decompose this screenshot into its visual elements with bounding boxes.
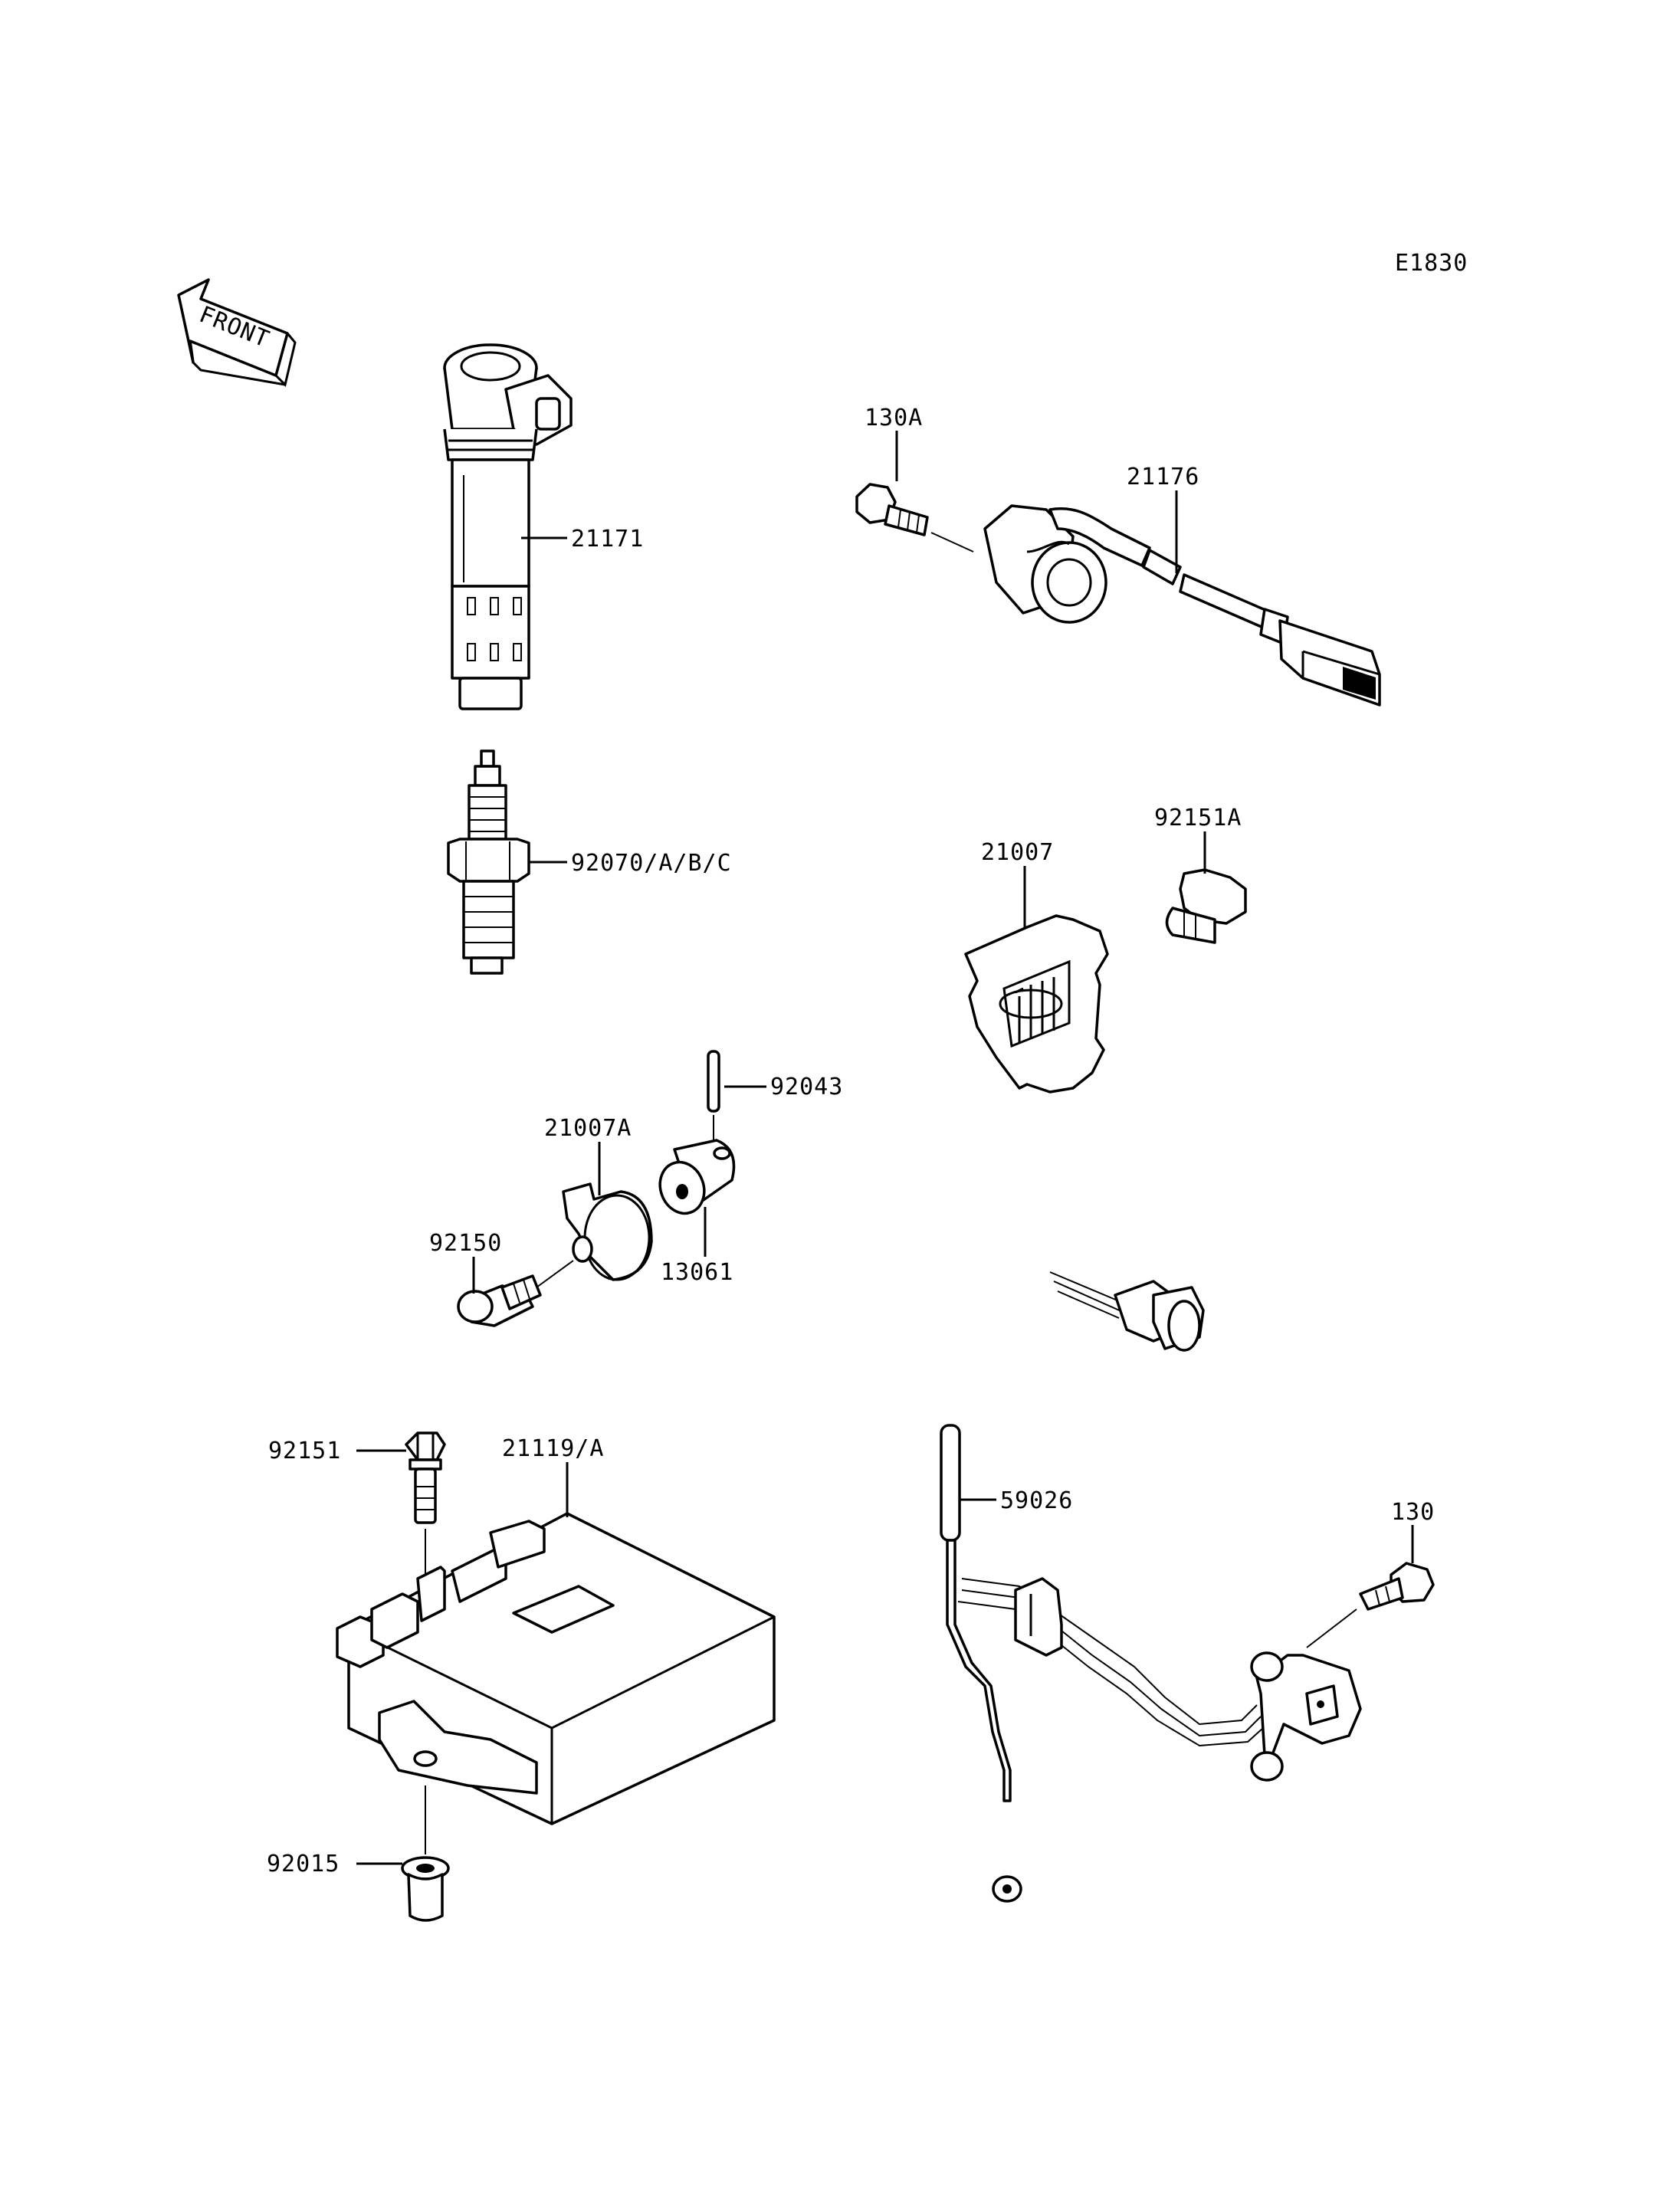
bolt-92151 (405, 1431, 446, 1524)
collar (658, 1139, 736, 1215)
label-92151a: 92151A (1154, 805, 1242, 831)
ignition-coil (443, 343, 573, 710)
label-92015: 92015 (267, 1851, 340, 1877)
bolt-130a (855, 483, 929, 536)
harness (940, 1246, 1264, 1903)
label-13061: 13061 (661, 1259, 733, 1286)
spark-plug (447, 749, 530, 975)
grommet (401, 1856, 450, 1922)
label-21171: 21171 (571, 526, 644, 553)
label-21119a: 21119/A (502, 1435, 604, 1462)
bolt-130 (1359, 1562, 1435, 1611)
front-arrow-icon: FRONT (177, 278, 297, 387)
pin (707, 1050, 720, 1113)
label-59026: 59026 (1000, 1487, 1073, 1514)
label-21176: 21176 (1127, 464, 1199, 490)
rotor-plate (964, 914, 1109, 1094)
diagram-code: E1830 (1395, 250, 1468, 277)
label-92043: 92043 (770, 1074, 843, 1100)
label-92150: 92150 (429, 1230, 502, 1257)
label-92151: 92151 (268, 1438, 341, 1464)
pickup-sensor (983, 504, 1381, 707)
pickup-coil (1250, 1651, 1362, 1782)
label-21007: 21007 (981, 839, 1054, 866)
timing-rotor (562, 1182, 653, 1281)
label-130a: 130A (865, 405, 923, 431)
label-21007a: 21007A (544, 1115, 632, 1142)
label-92070: 92070/A/B/C (571, 850, 732, 877)
bolt-92151a (1165, 868, 1247, 944)
igniter (336, 1512, 776, 1825)
bolt-92150 (457, 1274, 542, 1327)
label-130: 130 (1391, 1499, 1435, 1526)
